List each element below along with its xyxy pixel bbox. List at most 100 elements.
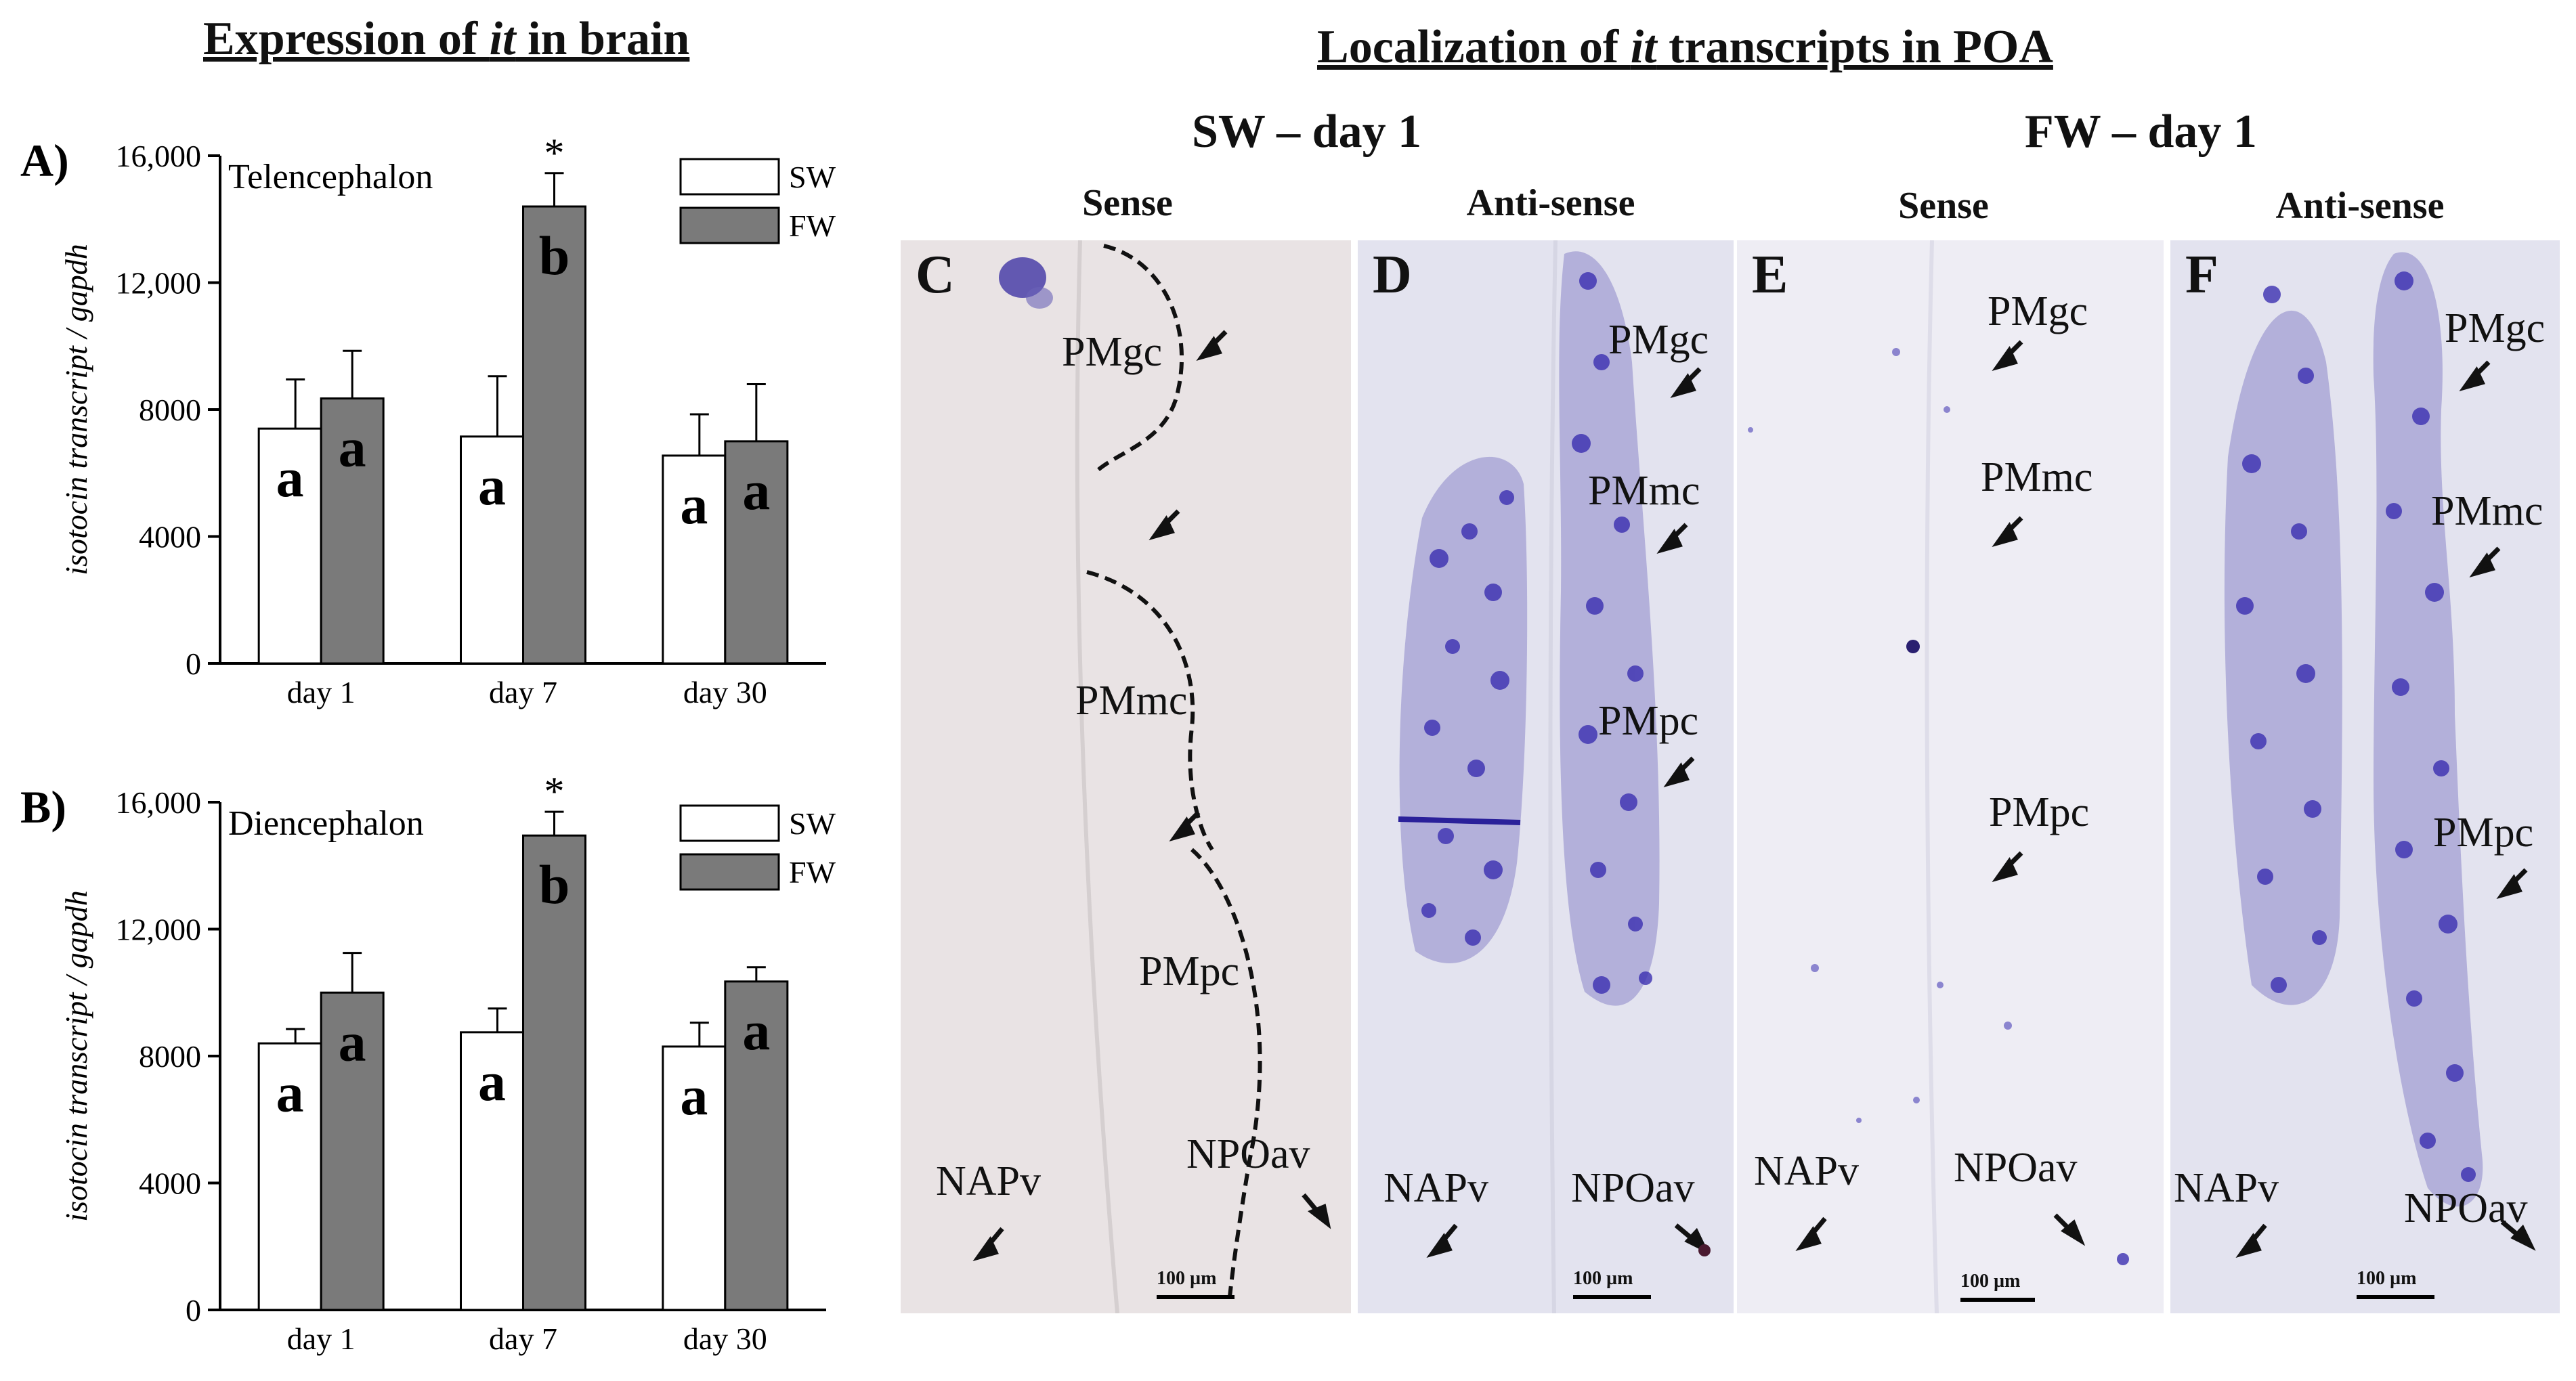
region-label-napv: NAPv — [936, 1158, 1042, 1204]
diencephalon-panel-label: B) — [20, 781, 66, 833]
region-label-pmmc: PMmc — [1588, 468, 1700, 514]
telencephalon-bar-fw — [724, 440, 789, 665]
telencephalon-ytick-label: 0 — [186, 646, 201, 681]
column-label-c: Sense — [1082, 182, 1173, 224]
region-label-pmgc: PMgc — [1608, 317, 1709, 363]
diencephalon-category-label: day 7 — [489, 1321, 557, 1356]
column-label-d: Anti-sense — [1466, 182, 1635, 224]
region-label-napv: NAPv — [1754, 1148, 1860, 1194]
diencephalon-significance-letter: a — [680, 1065, 708, 1126]
diencephalon-bar-sw — [662, 1045, 727, 1311]
panel-c-drawing — [972, 240, 1331, 1313]
scale-bar-c: 100 µm — [1157, 1268, 1235, 1299]
telencephalon-significance-letter: a — [276, 447, 304, 508]
diencephalon-significance-letter: a — [742, 1000, 770, 1061]
telencephalon-ytick-label: 16,000 — [116, 139, 202, 173]
diencephalon-significance-letter: a — [276, 1061, 304, 1123]
region-label-pmpc: PMpc — [1989, 789, 2090, 835]
region-label-pmpc: PMpc — [1139, 948, 1240, 994]
telencephalon-ylabel: isotocin transcript / gapdh — [59, 244, 93, 575]
telencephalon-category-label: day 30 — [683, 675, 767, 709]
region-label-pmpc: PMpc — [2433, 810, 2534, 856]
telencephalon-svg: 0 4000 8000 12,000 16,000 isotocin transcript… — [20, 131, 836, 709]
telencephalon-ytick-label: 12,000 — [116, 266, 202, 301]
region-label-pmgc: PMgc — [1062, 329, 1163, 375]
region-label-npoav: NPOav — [2404, 1185, 2528, 1231]
diencephalon-ytick-label: 16,000 — [116, 785, 202, 820]
telencephalon-significance-letter: a — [680, 474, 708, 535]
diencephalon-significance-letter: b — [539, 854, 570, 915]
telencephalon-significance-letter: a — [478, 455, 506, 517]
diencephalon-legend-swatch-sw — [679, 804, 780, 842]
diencephalon-ytick-label: 12,000 — [116, 913, 202, 947]
diencephalon-svg: 0 4000 8000 12,000 16,000 isotocin transcript… — [20, 769, 836, 1356]
region-label-npoav: NPOav — [1954, 1145, 2078, 1191]
telencephalon-ytick-label: 4000 — [139, 520, 201, 554]
scale-bar-e: 100 µm — [1960, 1271, 2035, 1302]
diencephalon-legend-swatch-fw — [679, 853, 780, 891]
region-label-pmpc: PMpc — [1598, 698, 1699, 744]
diencephalon-legend-label: SW — [789, 806, 836, 841]
diencephalon-category-label: day 1 — [287, 1321, 356, 1356]
micrograph-panel-d: D PMgc PMmc PMpc NAPv NPOav 100 µm — [1358, 240, 1734, 1313]
panel-e-drawing — [1748, 240, 2129, 1313]
region-label-pmgc: PMgc — [2445, 305, 2546, 351]
region-label-npoav: NPOav — [1571, 1165, 1695, 1211]
diencephalon-bar-fw — [320, 991, 385, 1311]
left-figure-title: Expression of it in brain — [203, 13, 690, 65]
diencephalon-significance-letter: a — [478, 1051, 506, 1112]
micrograph-panel-e: E PMgc PMmc PMpc NAPv NPOav 100 µm — [1737, 240, 2164, 1313]
panel-letter-e: E — [1752, 245, 1788, 305]
diencephalon-category-label: day 30 — [683, 1321, 767, 1356]
micrograph-panel-f: F PMgc PMmc PMpc NAPv NPOav 100 µm — [2170, 240, 2560, 1313]
diencephalon-ytick-label: 4000 — [139, 1166, 201, 1201]
region-label-pmgc: PMgc — [1988, 288, 2088, 334]
telencephalon-legend-label: FW — [789, 209, 836, 243]
panel-f-drawing — [2224, 252, 2536, 1258]
region-label-pmmc: PMmc — [1981, 454, 2093, 500]
telencephalon-bar-fw — [320, 397, 385, 665]
scale-bar-d: 100 µm — [1573, 1268, 1651, 1299]
panel-d-drawing — [1398, 240, 1711, 1313]
diencephalon-significance-letter: a — [339, 1011, 366, 1072]
telencephalon-bar-fw — [522, 205, 586, 665]
chart-telencephalon: 0 4000 8000 12,000 16,000 isotocin transcript… — [0, 122, 867, 731]
telencephalon-significance-star: * — [544, 131, 565, 175]
telencephalon-title: Telencephalon — [228, 158, 433, 196]
region-label-napv: NAPv — [2174, 1165, 2279, 1211]
diencephalon-legend-label: FW — [789, 855, 836, 890]
telencephalon-significance-letter: a — [339, 417, 366, 479]
telencephalon-legend-swatch-fw — [679, 206, 780, 244]
region-label-pmmc: PMmc — [1075, 678, 1188, 724]
right-figure-title: Localization of it transcripts in POA — [1317, 21, 2053, 73]
diencephalon-ylabel: isotocin transcript / gapdh — [59, 890, 93, 1221]
telencephalon-legend-label: SW — [789, 160, 836, 194]
region-label-pmmc: PMmc — [2431, 488, 2543, 534]
telencephalon-significance-letter: b — [539, 225, 570, 286]
region-label-napv: NAPv — [1383, 1165, 1489, 1211]
telencephalon-bar-sw — [662, 454, 727, 665]
heading-fw-day1: FW – day 1 — [2025, 106, 2257, 158]
panel-letter-d: D — [1373, 245, 1412, 305]
chart-diencephalon: 0 4000 8000 12,000 16,000 isotocin transcript… — [0, 768, 867, 1378]
diencephalon-bar-fw — [522, 834, 586, 1311]
region-label-npoav: NPOav — [1186, 1131, 1310, 1177]
column-label-e: Sense — [1898, 185, 1989, 227]
telencephalon-category-label: day 7 — [489, 675, 557, 709]
heading-sw-day1: SW – day 1 — [1192, 106, 1422, 158]
telencephalon-panel-label: A) — [20, 135, 69, 186]
micrograph-panel-c: C PMgc PMmc PMpc NAPv NPOav 100 µm — [901, 240, 1351, 1313]
diencephalon-ytick-label: 8000 — [139, 1039, 201, 1074]
diencephalon-ytick-label: 0 — [186, 1293, 201, 1328]
telencephalon-bar-sw — [257, 427, 322, 665]
telencephalon-legend-swatch-sw — [679, 158, 780, 196]
diencephalon-significance-star: * — [544, 769, 565, 814]
diencephalon-bar-sw — [257, 1042, 322, 1311]
panel-letter-f: F — [2185, 245, 2218, 305]
panel-letter-c: C — [916, 245, 955, 305]
column-label-f: Anti-sense — [2275, 185, 2445, 227]
telencephalon-ytick-label: 8000 — [139, 393, 201, 427]
telencephalon-category-label: day 1 — [287, 675, 356, 709]
diencephalon-title: Diencephalon — [228, 804, 424, 843]
scale-bar-f: 100 µm — [2357, 1268, 2434, 1299]
